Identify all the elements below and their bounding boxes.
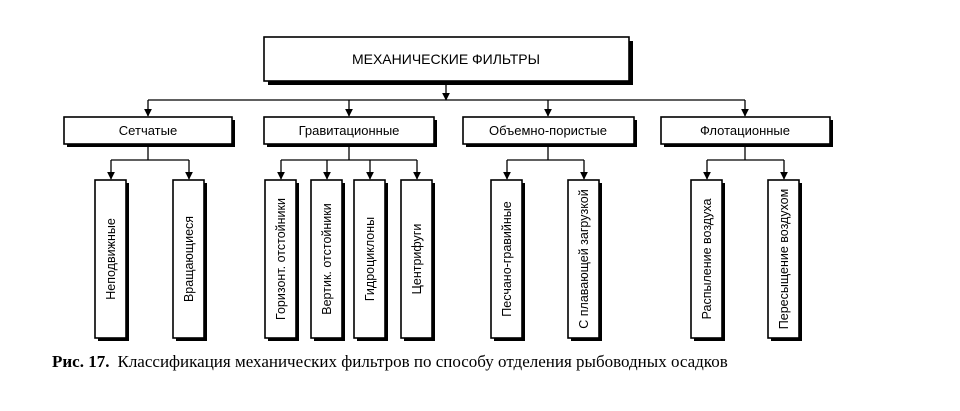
category-label-flotation: Флотационные [700, 123, 790, 138]
leaf-node-horizontal-settler: Горизонт. отстойники [264, 179, 299, 341]
leaf-label-floating-media: С плавающей загрузкой [577, 189, 591, 328]
leaf-label-centrifuge: Центрифуги [410, 224, 424, 295]
leaf-node-fixed: Неподвижные [94, 179, 129, 341]
leaf-node-hydrocyclone: Гидроциклоны [353, 179, 388, 341]
leaf-label-rotating: Вращающиеся [182, 216, 196, 302]
leaf-node-centrifuge: Центрифуги [400, 179, 435, 341]
leaf-node-air-spray: Распыление воздуха [690, 179, 725, 341]
figure-title: Классификация механических фильтров по с… [117, 352, 728, 371]
leaf-node-rotating: Вращающиеся [172, 179, 207, 341]
category-node-flotation: Флотационные [660, 116, 833, 147]
category-node-sieve: Сетчатые [63, 116, 235, 147]
leaf-label-fixed: Неподвижные [104, 218, 118, 300]
leaf-node-sand-gravel: Песчано-гравийные [490, 179, 525, 341]
figure-number: Рис. 17. [52, 352, 110, 371]
root-node: МЕХАНИЧЕСКИЕ ФИЛЬТРЫ [263, 36, 633, 85]
leaf-node-floating-media: С плавающей загрузкой [567, 179, 602, 341]
figure-caption: Рис. 17. Классификация механических фильт… [52, 352, 942, 372]
leaf-label-vertical-settler: Вертик. отстойники [320, 203, 334, 314]
category-node-porous: Объемно-пористые [462, 116, 637, 147]
leaf-label-horizontal-settler: Горизонт. отстойники [274, 198, 288, 320]
category-label-gravity: Гравитационные [299, 123, 400, 138]
category-label-sieve: Сетчатые [119, 123, 177, 138]
leaf-node-air-saturation: Пересыщение воздухом [767, 179, 802, 341]
leaf-label-hydrocyclone: Гидроциклоны [363, 217, 377, 301]
category-label-porous: Объемно-пористые [489, 123, 607, 138]
category-node-gravity: Гравитационные [263, 116, 437, 147]
leaf-label-air-saturation: Пересыщение воздухом [777, 189, 791, 329]
leaf-label-air-spray: Распыление воздуха [700, 199, 714, 320]
root-label: МЕХАНИЧЕСКИЕ ФИЛЬТРЫ [352, 51, 540, 67]
connector-lines [107, 81, 788, 180]
leaf-label-sand-gravel: Песчано-гравийные [500, 201, 514, 316]
leaf-node-vertical-settler: Вертик. отстойники [310, 179, 345, 341]
